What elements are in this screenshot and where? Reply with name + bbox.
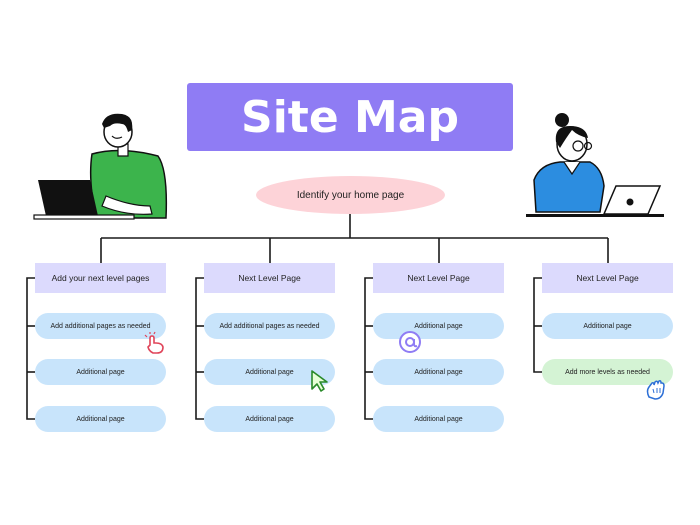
cursor-arrow-icon <box>311 370 328 392</box>
column-1-page-3: Additional page <box>35 406 166 432</box>
column-1-page-1: Add additional pages as needed <box>35 313 166 339</box>
site-map-title: Site Map <box>187 83 513 151</box>
column-3-page-3: Additional page <box>373 406 504 432</box>
home-page-node: Identify your home page <box>256 176 445 214</box>
man-with-laptop-illustration <box>33 113 168 220</box>
column-1-header: Add your next level pages <box>35 263 166 293</box>
column-3-page-2: Additional page <box>373 359 504 385</box>
column-1-page-2: Additional page <box>35 359 166 385</box>
column-4-page-2: Add more levels as needed <box>542 359 673 385</box>
column-3-header: Next Level Page <box>373 263 504 293</box>
at-sign-icon <box>399 331 421 353</box>
column-3-page-1: Additional page <box>373 313 504 339</box>
column-4-header: Next Level Page <box>542 263 673 293</box>
column-2-page-3: Additional page <box>204 406 335 432</box>
column-2-header: Next Level Page <box>204 263 335 293</box>
waving-hand-icon <box>646 380 665 400</box>
column-4-page-1: Additional page <box>542 313 673 339</box>
woman-with-laptop-illustration <box>526 113 664 217</box>
column-2-page-1: Add additional pages as needed <box>204 313 335 339</box>
hand-pointer-icon <box>144 331 164 354</box>
